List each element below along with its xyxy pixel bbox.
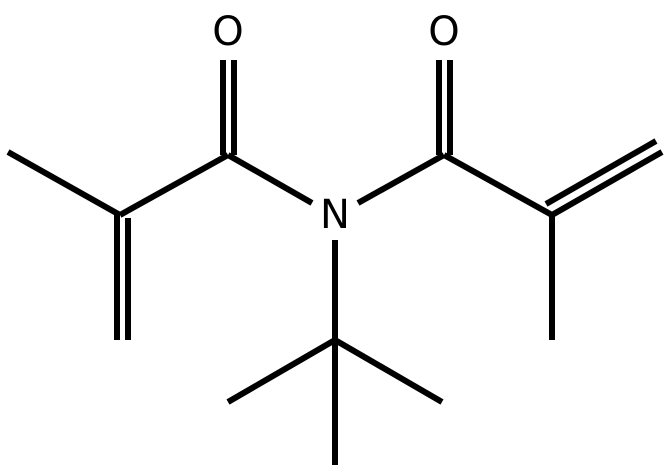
- bond-tbutyl-left: [226, 337, 337, 405]
- bond-carbonyl-alpha-right: [442, 152, 554, 218]
- bond-tbutyl-right: [333, 337, 444, 405]
- bond-alpha-carbonyl-left: [118, 152, 230, 218]
- bond-nitrogen-carbonyl-right: [356, 152, 446, 206]
- bond-carbonyl-nitrogen-left: [226, 152, 314, 206]
- bond-methyl-left: [6, 149, 122, 218]
- atom-nitrogen: N: [320, 192, 350, 238]
- atom-oxygen-right: O: [428, 9, 459, 55]
- bond-vinyl-right-a: [550, 149, 664, 218]
- bond-vinyl-right-b: [544, 138, 658, 207]
- atom-oxygen-left: O: [212, 9, 243, 55]
